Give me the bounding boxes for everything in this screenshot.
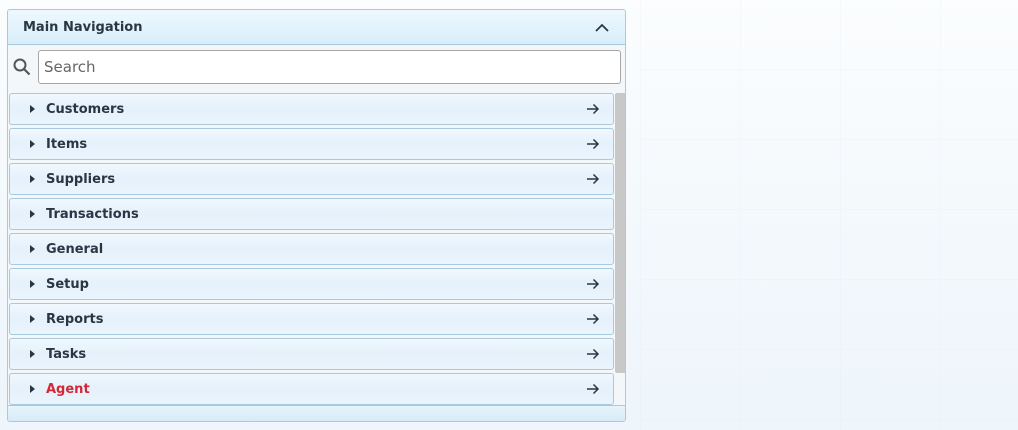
panel-title: Main Navigation — [23, 19, 143, 35]
arrow-right-icon[interactable] — [585, 347, 601, 361]
search-icon[interactable] — [12, 57, 32, 77]
nav-item-transactions[interactable]: Transactions — [9, 198, 614, 230]
nav-item-customers[interactable]: Customers — [9, 93, 614, 125]
nav-item-items[interactable]: Items — [9, 128, 614, 160]
nav-item-general[interactable]: General — [9, 233, 614, 265]
chevron-up-icon — [595, 23, 609, 32]
expand-caret-icon[interactable] — [30, 315, 35, 323]
nav-item-label: Items — [46, 136, 88, 152]
search-input[interactable] — [38, 50, 621, 84]
nav-item-suppliers[interactable]: Suppliers — [9, 163, 614, 195]
expand-caret-icon[interactable] — [30, 105, 35, 113]
nav-item-tasks[interactable]: Tasks — [9, 338, 614, 370]
nav-list: Customers Items Suppliers Transactions G… — [8, 93, 614, 408]
expand-caret-icon[interactable] — [30, 245, 35, 253]
search-row — [8, 45, 625, 89]
nav-item-label: Setup — [46, 276, 89, 292]
nav-item-label: Transactions — [46, 206, 139, 222]
background-pattern — [640, 0, 1018, 430]
expand-caret-icon[interactable] — [30, 350, 35, 358]
expand-caret-icon[interactable] — [30, 175, 35, 183]
collapse-button[interactable] — [593, 18, 611, 36]
nav-item-label: Suppliers — [46, 171, 116, 187]
scrollbar-thumb[interactable] — [615, 93, 625, 373]
arrow-right-icon[interactable] — [585, 277, 601, 291]
nav-item-label: Agent — [46, 381, 90, 397]
panel-header: Main Navigation — [8, 10, 625, 45]
arrow-right-icon[interactable] — [585, 137, 601, 151]
expand-caret-icon[interactable] — [30, 280, 35, 288]
nav-item-label: Reports — [46, 311, 104, 327]
nav-item-label: General — [46, 241, 104, 257]
nav-item-setup[interactable]: Setup — [9, 268, 614, 300]
arrow-right-icon[interactable] — [585, 102, 601, 116]
nav-item-reports[interactable]: Reports — [9, 303, 614, 335]
nav-item-agent[interactable]: Agent — [9, 373, 614, 405]
nav-item-label: Customers — [46, 101, 125, 117]
expand-caret-icon[interactable] — [30, 140, 35, 148]
nav-list-container: Customers Items Suppliers Transactions G… — [8, 93, 625, 406]
nav-item-label: Tasks — [46, 346, 87, 362]
arrow-right-icon[interactable] — [585, 172, 601, 186]
arrow-right-icon[interactable] — [585, 382, 601, 396]
panel-footer — [8, 405, 625, 421]
arrow-right-icon[interactable] — [585, 312, 601, 326]
expand-caret-icon[interactable] — [30, 210, 35, 218]
main-navigation-panel: Main Navigation Customers Items Suppli — [7, 9, 626, 422]
expand-caret-icon[interactable] — [30, 385, 35, 393]
